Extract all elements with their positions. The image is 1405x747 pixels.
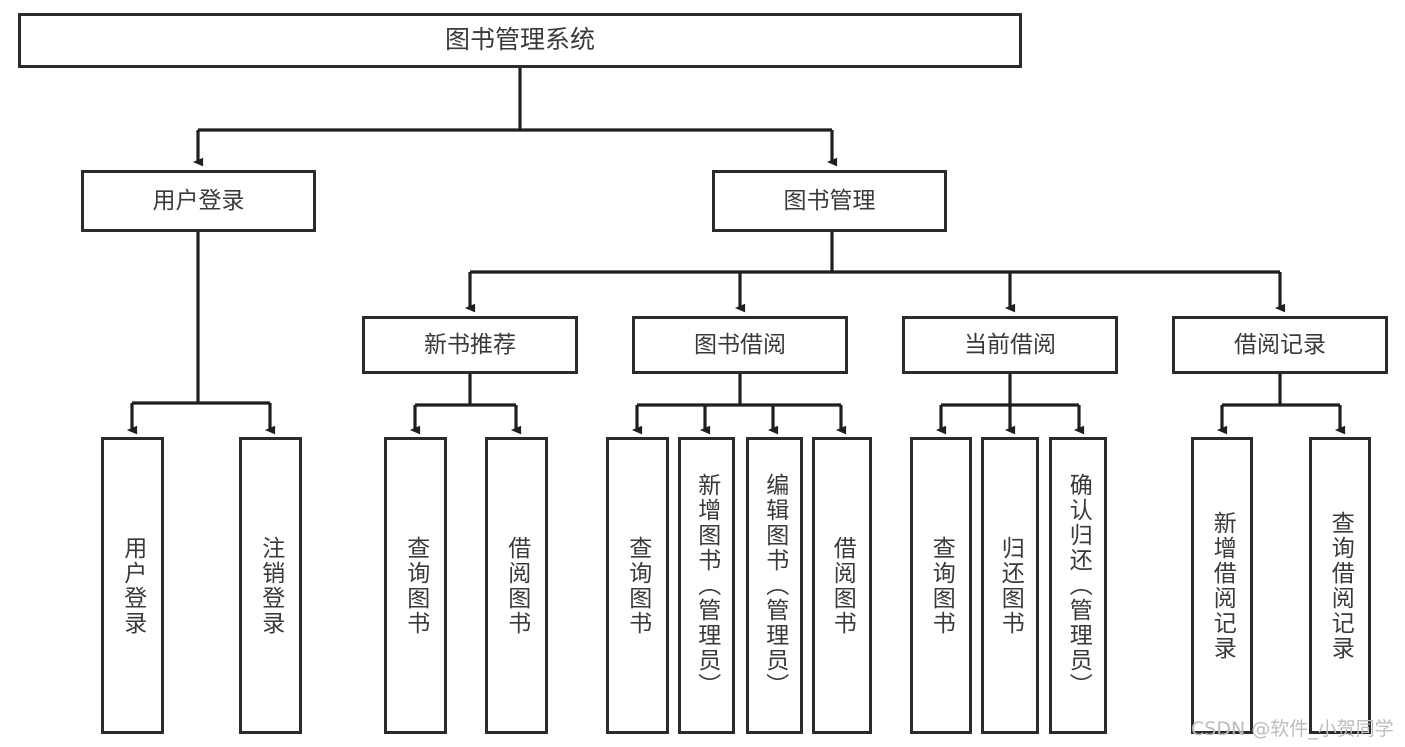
- node-label: 查询借阅记录: [1327, 510, 1354, 661]
- node-label: 借阅图书: [829, 535, 856, 636]
- leaf-query-book-1[interactable]: 查询图书: [384, 437, 447, 734]
- leaf-return-book[interactable]: 归还图书: [981, 437, 1039, 734]
- watermark: CSDN @软件_小贺同学: [1191, 718, 1394, 740]
- leaf-confirm-return[interactable]: 确认归还（管理员）: [1049, 437, 1107, 734]
- leaf-add-book[interactable]: 新增图书（管理员）: [678, 437, 735, 734]
- node-label: 注销登录: [257, 535, 284, 636]
- leaf-user-logout[interactable]: 注销登录: [239, 437, 302, 734]
- node-label: 图书借阅: [694, 331, 786, 358]
- node-label: 确认归还（管理员）: [1065, 473, 1092, 698]
- node-label: 借阅图书: [503, 535, 530, 636]
- leaf-query-book-3[interactable]: 查询图书: [910, 437, 972, 734]
- leaf-query-book-2[interactable]: 查询图书: [606, 437, 669, 734]
- node-label: 编辑图书（管理员）: [761, 473, 788, 698]
- node-label: 用户登录: [119, 535, 146, 636]
- node-label: 新书推荐: [424, 331, 516, 358]
- node-new-book-recommend[interactable]: 新书推荐: [362, 316, 578, 374]
- node-label: 新增图书（管理员）: [693, 473, 720, 698]
- node-label: 查询图书: [624, 535, 651, 636]
- leaf-borrow-book-1[interactable]: 借阅图书: [485, 437, 548, 734]
- leaf-query-record[interactable]: 查询借阅记录: [1309, 437, 1371, 734]
- node-label: 图书管理: [783, 187, 876, 214]
- node-current-borrow[interactable]: 当前借阅: [902, 316, 1118, 374]
- leaf-borrow-book-2[interactable]: 借阅图书: [812, 437, 872, 734]
- node-book-management[interactable]: 图书管理: [712, 170, 947, 232]
- node-label: 新增借阅记录: [1209, 510, 1236, 661]
- node-label: 借阅记录: [1234, 331, 1326, 358]
- node-label: 查询图书: [402, 535, 429, 636]
- node-label: 当前借阅: [964, 331, 1056, 358]
- node-book-borrow[interactable]: 图书借阅: [632, 316, 848, 374]
- node-borrow-record[interactable]: 借阅记录: [1172, 316, 1388, 374]
- node-label: 用户登录: [152, 187, 245, 214]
- leaf-add-record[interactable]: 新增借阅记录: [1191, 437, 1253, 734]
- node-user-login[interactable]: 用户登录: [81, 170, 316, 232]
- node-label: 归还图书: [997, 535, 1024, 636]
- leaf-edit-book[interactable]: 编辑图书（管理员）: [746, 437, 803, 734]
- leaf-user-login[interactable]: 用户登录: [101, 437, 164, 734]
- node-label: 图书管理系统: [444, 25, 595, 55]
- node-root-system[interactable]: 图书管理系统: [18, 13, 1022, 68]
- node-label: 查询图书: [928, 535, 955, 636]
